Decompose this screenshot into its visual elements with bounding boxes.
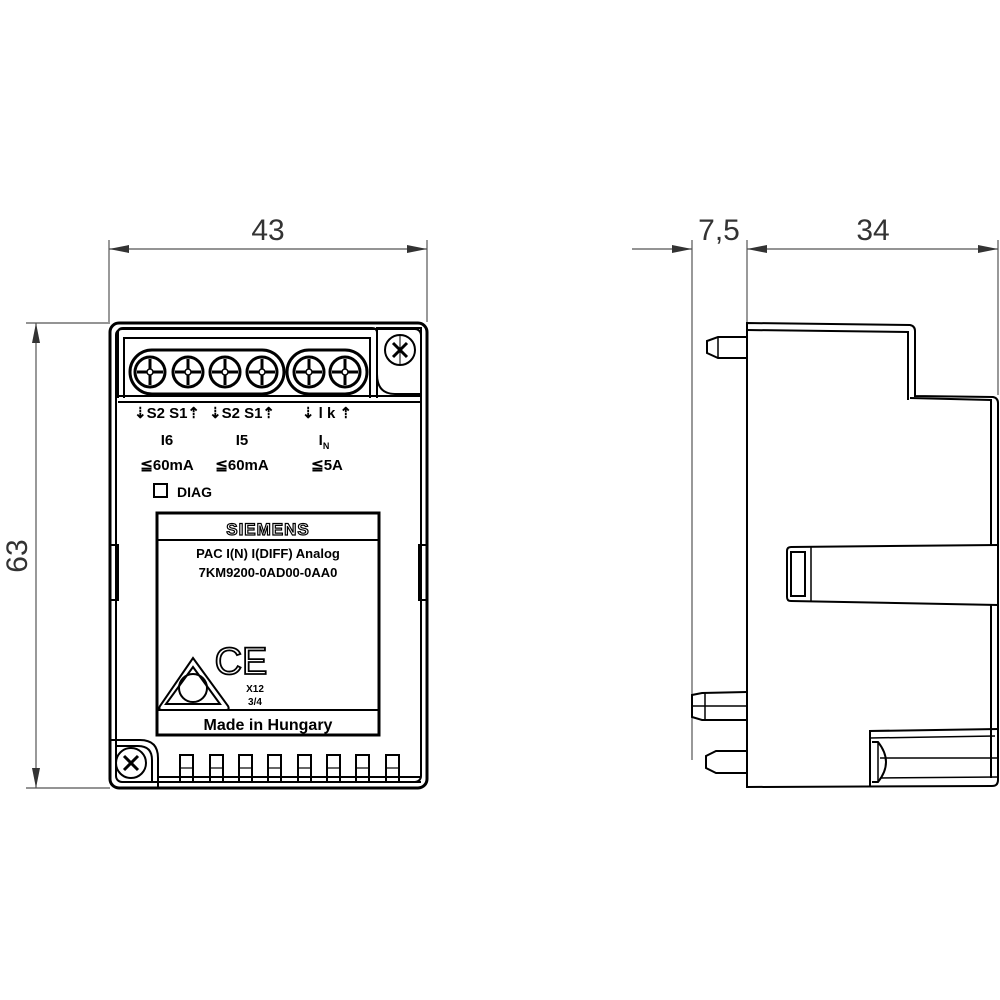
terminal-screw-icon bbox=[245, 355, 279, 389]
front-width-value: 43 bbox=[251, 214, 284, 247]
side-clip bbox=[786, 544, 999, 606]
order-number: 7KM9200-0AD00-0AA0 bbox=[199, 565, 338, 580]
origin-text: Made in Hungary bbox=[204, 717, 333, 734]
top-pin bbox=[706, 336, 747, 359]
group3-rating: ≦5A bbox=[311, 457, 343, 474]
side-view bbox=[691, 321, 999, 789]
label-plate: SIEMENS PAC I(N) I(DIFF) Analog 7KM9200-… bbox=[155, 511, 381, 737]
group2-polarity: ⇣S2 S1⇡ bbox=[209, 405, 275, 422]
group2-channel: I5 bbox=[236, 432, 249, 449]
brand-logo: SIEMENS bbox=[226, 520, 310, 539]
side-bottom-slider bbox=[869, 728, 999, 787]
terminal-screws bbox=[133, 355, 362, 389]
diag-led-icon bbox=[153, 483, 168, 498]
front-width-dimension: 43 bbox=[108, 214, 428, 322]
terminal-ref-top: X12 bbox=[246, 684, 264, 695]
side-depth-dimensions: 7,5 34 bbox=[632, 214, 999, 760]
group2-rating: ≦60mA bbox=[215, 457, 269, 474]
pin-depth-value: 7,5 bbox=[698, 214, 740, 247]
bottom-pin bbox=[705, 750, 747, 774]
terminal-screw-icon bbox=[292, 355, 326, 389]
front-height-dimension: 63 bbox=[1, 322, 110, 789]
group3-channel: IN bbox=[319, 432, 330, 451]
bottom-left-screw-icon bbox=[115, 747, 147, 779]
group1-rating: ≦60mA bbox=[140, 457, 194, 474]
ce-mark: CE bbox=[215, 641, 268, 683]
group1-polarity: ⇣S2 S1⇡ bbox=[134, 405, 200, 422]
middle-pin bbox=[691, 691, 748, 721]
front-view: ⇣S2 S1⇡ I6 ≦60mA ⇣S2 S1⇡ I5 ≦60mA ⇣ l k … bbox=[108, 321, 429, 790]
group3-polarity: ⇣ l k ⇡ bbox=[302, 405, 352, 422]
terminal-ref-bottom: 3/4 bbox=[248, 697, 262, 708]
diag-label: DIAG bbox=[177, 484, 212, 500]
terminal-screw-icon bbox=[208, 355, 242, 389]
terminal-screw-icon bbox=[133, 355, 167, 389]
group1-channel: I6 bbox=[161, 432, 174, 449]
terminal-screw-icon bbox=[328, 355, 362, 389]
terminal-labels: ⇣S2 S1⇡ I6 ≦60mA ⇣S2 S1⇡ I5 ≦60mA ⇣ l k … bbox=[134, 405, 352, 474]
bottom-vent-teeth bbox=[158, 754, 421, 783]
front-height-value: 63 bbox=[1, 539, 34, 572]
body-depth-value: 34 bbox=[856, 214, 889, 247]
product-name: PAC I(N) I(DIFF) Analog bbox=[196, 546, 340, 561]
top-right-screw-icon bbox=[384, 334, 416, 366]
terminal-screw-icon bbox=[171, 355, 205, 389]
